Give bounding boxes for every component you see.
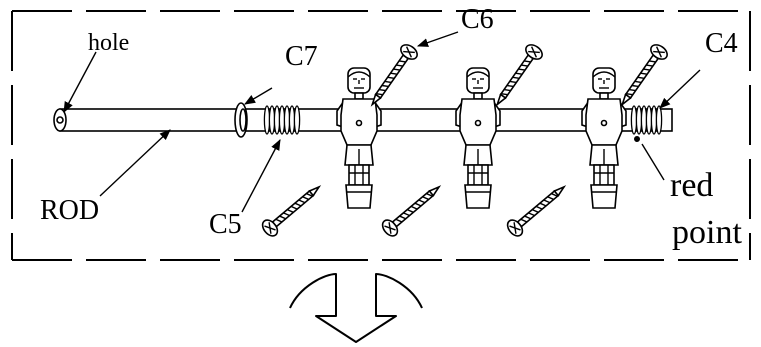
- red-point-mark: [634, 136, 640, 142]
- label-rod: ROD: [40, 195, 99, 226]
- c5-spring: [263, 105, 301, 135]
- c7-washer: [234, 102, 248, 138]
- label-c4: C4: [705, 28, 738, 59]
- c4-spring: [630, 105, 663, 135]
- label-c6: C6: [461, 4, 494, 35]
- spring-coil: [293, 105, 301, 135]
- label-hole: hole: [88, 30, 129, 56]
- leader-lines: [63, 31, 701, 213]
- player-figure-3: [581, 67, 627, 209]
- down-arrow-icon: [289, 273, 423, 343]
- screw-lower-1: [258, 179, 326, 240]
- screw-lower-3: [503, 179, 571, 240]
- screw-lower-2: [378, 179, 446, 240]
- rod-hole: [56, 116, 64, 124]
- label-c5: C5: [209, 209, 242, 240]
- player-figure-2: [455, 67, 501, 209]
- spring-coil: [655, 105, 663, 135]
- screw-upper-2: [489, 41, 546, 111]
- dashed-frame: [11, 10, 751, 261]
- label-c7: C7: [285, 41, 318, 72]
- label-red-point-line2: point: [672, 214, 742, 251]
- screw-upper-1: [364, 41, 421, 111]
- player-figure-1: [336, 67, 382, 209]
- label-red-point-line1: red: [670, 167, 713, 204]
- screw-upper-3: [614, 41, 671, 111]
